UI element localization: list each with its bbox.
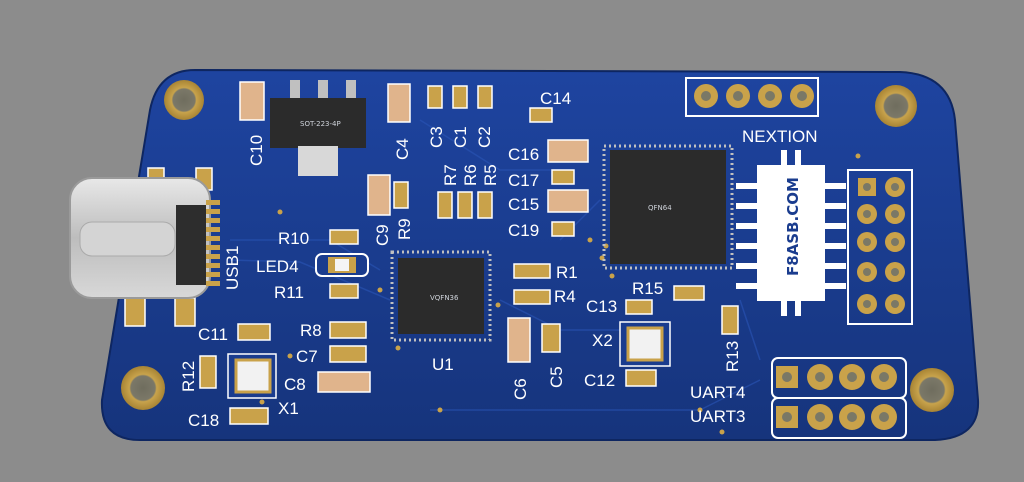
regulator-marking: SOT-223-4P	[300, 120, 341, 128]
label-r6: R6	[461, 164, 480, 186]
mounting-hole-top-left	[164, 80, 204, 120]
label-r13: R13	[723, 341, 742, 372]
label-c8: C8	[284, 375, 306, 394]
uart-headers	[771, 357, 907, 439]
label-c13: C13	[586, 297, 617, 316]
label-c18: C18	[188, 411, 219, 430]
label-uart3: UART3	[690, 407, 745, 426]
label-c12: C12	[584, 371, 615, 390]
label-led4: LED4	[256, 257, 299, 276]
crystal-x1	[227, 353, 277, 399]
label-c5: C5	[547, 366, 566, 388]
mounting-hole-top-right	[875, 85, 917, 127]
label-r7: R7	[441, 164, 460, 186]
label-c10: C10	[247, 135, 266, 166]
label-r4: R4	[554, 287, 576, 306]
label-x1: X1	[278, 399, 299, 418]
label-r10: R10	[278, 229, 309, 248]
qfn64-marking: QFN64	[648, 204, 672, 212]
label-c3: C3	[427, 126, 446, 148]
u1-marking: VQFN36	[430, 294, 459, 302]
label-c6: C6	[511, 378, 530, 400]
programming-header	[847, 169, 913, 325]
label-r12: R12	[179, 361, 198, 392]
label-c1: C1	[451, 126, 470, 148]
label-x2: X2	[592, 331, 613, 350]
label-u1: U1	[432, 355, 454, 374]
chip-qfn64: QFN64	[602, 144, 734, 270]
ceramic-capacitors	[239, 81, 589, 393]
usb-c-connector	[69, 167, 220, 327]
mounting-hole-bottom-right	[910, 368, 954, 412]
label-c19: C19	[508, 221, 539, 240]
label-c14: C14	[540, 89, 571, 108]
smd-components	[199, 85, 739, 425]
nextion-header	[685, 77, 819, 117]
label-c9: C9	[373, 224, 392, 246]
label-c2: C2	[475, 126, 494, 148]
label-c4: C4	[393, 138, 412, 160]
label-usb1: USB1	[223, 246, 242, 290]
chip-u1: VQFN36	[390, 250, 492, 342]
label-r1: R1	[556, 263, 578, 282]
crystal-x2	[619, 321, 671, 367]
label-r9: R9	[395, 218, 414, 240]
label-nextion: NEXTION	[742, 127, 818, 146]
label-r11: R11	[274, 283, 304, 302]
label-c7: C7	[296, 347, 318, 366]
label-r5: R5	[481, 164, 500, 186]
label-r8: R8	[300, 321, 322, 340]
silkscreen-labels: C10 C4 C3 C1 C2 C14 C16 C17 C15 C19 R7 R…	[179, 89, 818, 430]
label-c17: C17	[508, 171, 539, 190]
mounting-hole-bottom-left	[121, 366, 165, 410]
label-c11: C11	[198, 325, 228, 344]
pcb-vias	[259, 153, 861, 435]
label-r15: R15	[632, 279, 663, 298]
label-c15: C15	[508, 195, 539, 214]
led-led4	[315, 253, 369, 277]
label-uart4: UART4	[690, 383, 745, 402]
label-c16: C16	[508, 145, 539, 164]
f8asb-logo	[736, 150, 846, 316]
voltage-regulator: SOT-223-4P	[270, 80, 366, 176]
logo-text: F8ASB.COM	[784, 177, 802, 276]
